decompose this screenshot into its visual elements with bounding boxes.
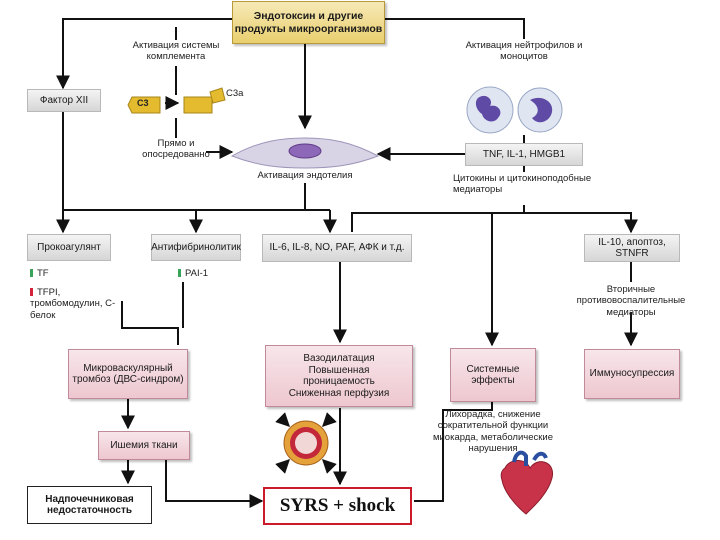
tnf-box: TNF, IL-1, HMGB1 bbox=[465, 143, 583, 166]
tnf-label: TNF, IL-1, HMGB1 bbox=[482, 148, 566, 160]
il10-box: IL-10, апоптоз, STNFR bbox=[584, 234, 680, 262]
tissue-ischemia-label: Ишемия ткани bbox=[110, 439, 178, 451]
endothelial-cell-shape bbox=[230, 137, 380, 169]
microvascular-thrombosis-box: Микроваскулярный тромбоз (ДВС-синдром) bbox=[68, 349, 188, 399]
tfpi-label: TFPI, тромбомодулин, С-белок bbox=[30, 287, 116, 321]
il6-mediators-box: IL-6, IL-8, NO, PAF, АФК и т.д. bbox=[262, 234, 412, 262]
down-marker-icon bbox=[30, 288, 33, 296]
complement-c3-shape bbox=[127, 96, 161, 114]
systemic-effects-box: Системные эффекты bbox=[450, 348, 536, 402]
direct-indirect-label: Прямо и опосредованно bbox=[142, 138, 210, 161]
heart-shape bbox=[500, 450, 554, 515]
neutrophil-cell-shape bbox=[466, 86, 514, 134]
complement-activation-label: Активация системы комплемента bbox=[132, 40, 220, 63]
systemic-effects-label: Системные эффекты bbox=[466, 363, 520, 387]
vasodilation-box: Вазодилатация Повышенная проницаемость С… bbox=[265, 345, 413, 407]
factor-xii-label: Фактор XII bbox=[39, 94, 89, 106]
cytokines-label: Цитокины и цитокиноподобные медиаторы bbox=[453, 173, 592, 196]
syrs-shock-box: SYRS + shock bbox=[263, 487, 412, 525]
microvascular-thrombosis-label: Микроваскулярный тромбоз (ДВС-синдром) bbox=[72, 362, 184, 386]
endotoxin-box-label: Эндотоксин и другие продукты микрооргани… bbox=[234, 10, 383, 35]
immunosuppression-label: Иммуносупрессия bbox=[589, 368, 675, 380]
il6-mediators-label: IL-6, IL-8, NO, PAF, АФК и т.д. bbox=[269, 242, 405, 254]
adrenal-insufficiency-label: Надпочечниковая недостаточность bbox=[45, 493, 134, 517]
vasodilation-label: Вазодилатация Повышенная проницаемость С… bbox=[288, 353, 390, 399]
tf-item: TF bbox=[30, 268, 49, 279]
antifibrinolytic-box: Антифибринолитик bbox=[151, 234, 241, 261]
monocyte-cell-shape bbox=[517, 87, 563, 133]
complement-c3a-shape bbox=[183, 87, 226, 114]
tfpi-item: TFPI, тромбомодулин, С-белок bbox=[30, 287, 130, 321]
endothelium-activation-label: Активация эндотелия bbox=[257, 170, 353, 181]
endotoxin-box: Эндотоксин и другие продукты микрооргани… bbox=[232, 1, 385, 44]
adrenal-insufficiency-box: Надпочечниковая недостаточность bbox=[27, 486, 152, 524]
il10-label: IL-10, апоптоз, STNFR bbox=[598, 236, 666, 260]
syrs-shock-label: SYRS + shock bbox=[279, 495, 396, 516]
tissue-ischemia-box: Ишемия ткани bbox=[98, 431, 190, 460]
immunosuppression-box: Иммуносупрессия bbox=[584, 349, 680, 399]
up-marker-icon bbox=[178, 269, 181, 277]
pai-item: PAI-1 bbox=[178, 268, 208, 279]
procoagulant-label: Прокоагулянт bbox=[37, 241, 101, 253]
antifibrinolytic-label: Антифибринолитик bbox=[151, 241, 241, 253]
c3a-label: C3a bbox=[226, 88, 244, 99]
pai-label: PAI-1 bbox=[185, 268, 209, 279]
secondary-mediators-label: Вторичные противовоспалительные медиатор… bbox=[576, 284, 686, 318]
vessel-cross-section-shape bbox=[275, 412, 337, 474]
up-marker-icon bbox=[30, 269, 33, 277]
neutrophil-activation-label: Активация нейтрофилов и моноцитов bbox=[465, 40, 583, 63]
fever-effects-label: Лихорадка, снижение сократительной функц… bbox=[432, 409, 554, 455]
tf-label: TF bbox=[37, 268, 49, 279]
c3-label: C3 bbox=[137, 98, 149, 108]
factor-xii-box: Фактор XII bbox=[27, 89, 101, 112]
procoagulant-box: Прокоагулянт bbox=[27, 234, 111, 261]
